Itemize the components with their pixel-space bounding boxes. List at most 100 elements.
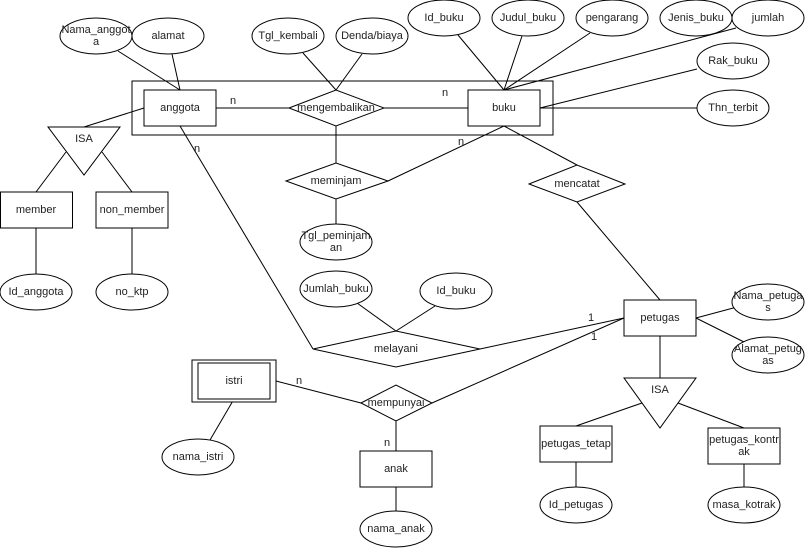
- attribute-label: Judul_buku: [500, 12, 556, 24]
- entity-buku[interactable]: buku: [467, 89, 541, 127]
- entity-anak[interactable]: anak: [359, 450, 433, 488]
- connector-anggota-isa: [83, 107, 145, 128]
- connector-tgl-kembali-mengembalikan: [302, 52, 337, 91]
- entity-label: istri: [225, 375, 242, 387]
- connector-anggota-melayani: [179, 125, 314, 350]
- cardinality-buku-mengembalikan: n: [442, 87, 448, 99]
- relationship-melayani[interactable]: melayani: [312, 330, 481, 368]
- entity-label-line2: ak: [738, 446, 750, 458]
- attribute-tgl-peminjaman[interactable]: Tgl_peminjam an: [299, 223, 373, 261]
- connector-isa2-petugastetap: [575, 402, 643, 427]
- attribute-label: Jumlah_buku: [303, 283, 368, 295]
- entity-member[interactable]: member: [0, 191, 73, 229]
- connector-jumlahbuku-melayani: [356, 302, 397, 332]
- connector-judul-buku: [503, 35, 523, 91]
- aggregate-box[interactable]: [131, 80, 554, 136]
- cardinality-istri-mempunyai: n: [296, 375, 302, 387]
- entity-label: anggota: [160, 102, 201, 114]
- attribute-label-line1: Nama_anggot: [61, 24, 130, 36]
- attribute-nama-istri[interactable]: nama_istri: [161, 438, 235, 476]
- attribute-label: jumlah: [751, 12, 784, 24]
- attribute-label: no_ktp: [115, 286, 148, 298]
- weak-entity-istri[interactable]: istri: [191, 359, 277, 403]
- attribute-jenis-buku[interactable]: Jenis_buku: [659, 0, 733, 37]
- attribute-label: nama_anak: [367, 523, 425, 535]
- relationship-label: mencatat: [554, 178, 599, 190]
- attribute-id-anggota[interactable]: Id_anggota: [0, 273, 73, 311]
- attribute-no-ktp[interactable]: no_ktp: [95, 273, 169, 311]
- entity-label: petugas: [640, 312, 680, 324]
- attribute-nama-anak[interactable]: nama_anak: [359, 510, 433, 548]
- connector-istri-namaistri: [209, 398, 235, 441]
- relationship-mencatat[interactable]: mencatat: [527, 164, 627, 203]
- attribute-label: Rak_buku: [708, 55, 758, 67]
- attribute-denda[interactable]: Denda/biaya: [335, 17, 409, 55]
- attribute-label: Thn_terbit: [708, 102, 758, 114]
- relationship-label: melayani: [374, 343, 418, 355]
- relationship-label: mengembalikan: [297, 102, 375, 114]
- connectors: [35, 27, 745, 512]
- attribute-alamat-petugas[interactable]: Alamat_petug as: [731, 336, 805, 374]
- attribute-label: Id_buku: [424, 12, 463, 24]
- entity-label: member: [16, 204, 57, 216]
- connector-alamat-anggota: [171, 53, 181, 91]
- attribute-masa-kontrak[interactable]: masa_kotrak: [707, 486, 781, 524]
- attribute-jumlah-buku[interactable]: Jumlah_buku: [299, 270, 373, 308]
- attribute-pengarang[interactable]: pengarang: [575, 0, 649, 37]
- cardinality-anggota-melayani: n: [194, 143, 200, 155]
- relationship-mempunyai[interactable]: mempunyai: [359, 384, 434, 422]
- attribute-label-line1: Alamat_petug: [734, 343, 802, 355]
- attribute-nama-anggota[interactable]: Nama_anggot a: [59, 17, 133, 55]
- attribute-thn-terbit[interactable]: Thn_terbit: [696, 89, 770, 127]
- attribute-label: Jenis_buku: [668, 12, 724, 24]
- entity-petugas-tetap[interactable]: petugas_tetap: [539, 425, 613, 463]
- entity-anggota[interactable]: anggota: [143, 89, 217, 127]
- isa-label: ISA: [75, 133, 93, 145]
- attribute-id-buku-melayani[interactable]: Id_buku: [419, 272, 493, 310]
- connector-isa2-petugaskontrak: [677, 402, 745, 429]
- isa-petugas[interactable]: ISA: [623, 377, 697, 429]
- connector-jumlah-buku: [503, 27, 737, 91]
- attribute-judul-buku[interactable]: Judul_buku: [491, 0, 565, 37]
- attribute-label: nama_istri: [173, 451, 224, 463]
- entity-petugas[interactable]: petugas: [623, 299, 697, 337]
- relationship-label: meminjam: [311, 175, 362, 187]
- attribute-label-line1: Tgl_peminjam: [301, 230, 370, 242]
- connector-rak-buku: [539, 68, 698, 109]
- entity-label: petugas_tetap: [541, 438, 611, 450]
- connector-nama-anggota-anggota: [117, 50, 181, 91]
- relationship-meminjam[interactable]: meminjam: [284, 162, 390, 200]
- isa-anggota[interactable]: ISA: [47, 126, 121, 176]
- attribute-label: Id_buku: [436, 285, 475, 297]
- entity-label: anak: [384, 463, 408, 475]
- connector-buku-meminjam: [387, 125, 505, 182]
- attribute-alamat[interactable]: alamat: [131, 17, 205, 55]
- entity-label: buku: [492, 102, 516, 114]
- attribute-label: Id_petugas: [549, 499, 604, 511]
- attribute-label: masa_kotrak: [713, 499, 776, 511]
- connector-petugas-alamatpetugas: [695, 317, 745, 343]
- attribute-tgl-kembali[interactable]: Tgl_kembali: [251, 17, 325, 55]
- attribute-label: alamat: [151, 30, 184, 42]
- attribute-jumlah[interactable]: jumlah: [731, 0, 805, 37]
- cardinality-petugas-mempunyai: 1: [591, 331, 597, 343]
- entity-non-member[interactable]: non_member: [95, 191, 169, 229]
- connector-isa-member: [35, 151, 67, 193]
- attribute-nama-petugas[interactable]: Nama_petuga s: [731, 283, 805, 321]
- relationship-mengembalikan[interactable]: mengembalikan: [287, 89, 386, 127]
- connector-istri-mempunyai: [275, 380, 362, 404]
- attribute-label-line2: an: [330, 242, 342, 254]
- attribute-id-petugas[interactable]: Id_petugas: [539, 486, 613, 524]
- attribute-id-buku[interactable]: Id_buku: [407, 0, 481, 37]
- attribute-label-line1: Nama_petuga: [733, 290, 803, 302]
- attribute-rak-buku[interactable]: Rak_buku: [696, 42, 770, 80]
- entity-label: non_member: [100, 204, 165, 216]
- isa-label: ISA: [651, 384, 669, 396]
- entity-petugas-kontrak[interactable]: petugas_kontr ak: [707, 427, 781, 465]
- attribute-label: Denda/biaya: [341, 30, 404, 42]
- connector-idbuku2-melayani: [395, 305, 436, 332]
- connector-petugas-namapetugas: [695, 306, 738, 319]
- connector-mencatat-petugas: [576, 201, 661, 301]
- attribute-label: Tgl_kembali: [258, 30, 317, 42]
